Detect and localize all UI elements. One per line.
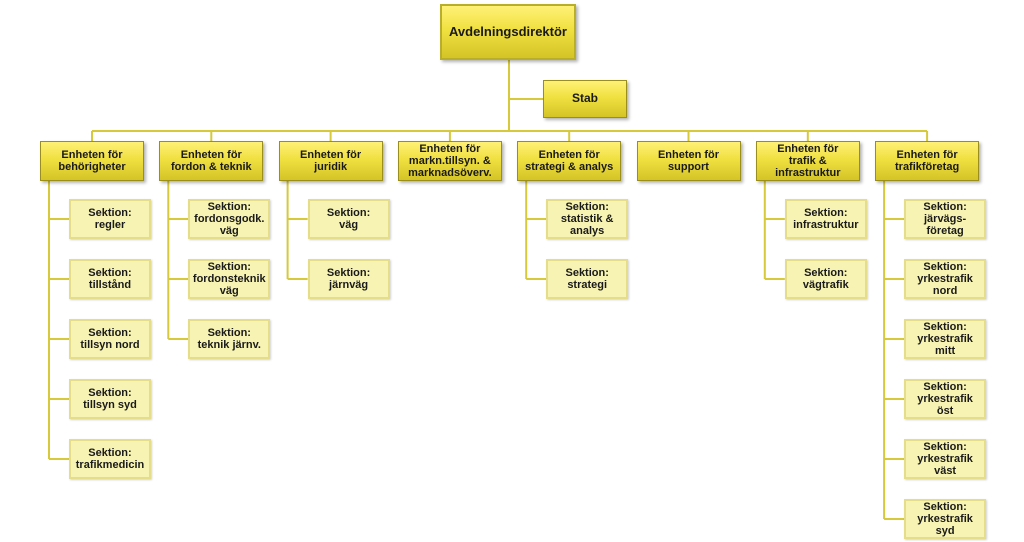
section-box-2-0: Sektion: väg [307, 199, 390, 239]
section-box-4-1: Sektion: strategi [546, 259, 629, 299]
section-box-2-1: Sektion: järnväg [307, 259, 390, 299]
section-box-0-1: Sektion: tillstånd [69, 259, 151, 299]
section-box-6-0: Sektion: infrastruktur [784, 199, 867, 239]
unit-box-7: Enheten för trafikföretag [875, 141, 980, 181]
section-box-1-1: Sektion: fordonsteknik väg [188, 259, 271, 299]
unit-box-6: Enheten för trafik & infrastruktur [755, 141, 860, 181]
director-box: Avdelningsdirektör [440, 4, 576, 60]
unit-box-4: Enheten för strategi & analys [517, 141, 622, 181]
section-box-7-4: Sektion: yrkestrafik väst [904, 439, 987, 479]
unit-box-5: Enheten för support [636, 141, 741, 181]
section-box-6-1: Sektion: vägtrafik [784, 259, 867, 299]
section-box-0-0: Sektion: regler [69, 199, 151, 239]
section-box-7-0: Sektion: järvägs- företag [904, 199, 987, 239]
section-box-0-4: Sektion: trafikmedicin [69, 439, 151, 479]
section-box-7-2: Sektion: yrkestrafik mitt [904, 319, 987, 359]
section-box-1-2: Sektion: teknik järnv. [188, 319, 271, 359]
section-box-4-0: Sektion: statistik & analys [546, 199, 629, 239]
section-box-0-3: Sektion: tillsyn syd [69, 379, 151, 419]
unit-box-1: Enheten för fordon & teknik [159, 141, 264, 181]
section-box-7-1: Sektion: yrkestrafik nord [904, 259, 987, 299]
unit-box-0: Enheten för behörigheter [40, 141, 144, 181]
section-box-1-0: Sektion: fordonsgodk. väg [188, 199, 271, 239]
section-box-7-3: Sektion: yrkestrafik öst [904, 379, 987, 419]
unit-box-2: Enheten för juridik [278, 141, 383, 181]
section-box-0-2: Sektion: tillsyn nord [69, 319, 151, 359]
staff-box: Stab [543, 80, 627, 118]
unit-box-3: Enheten för markn.tillsyn. & marknadsöve… [397, 141, 502, 181]
section-box-7-5: Sektion: yrkestrafik syd [904, 499, 987, 539]
